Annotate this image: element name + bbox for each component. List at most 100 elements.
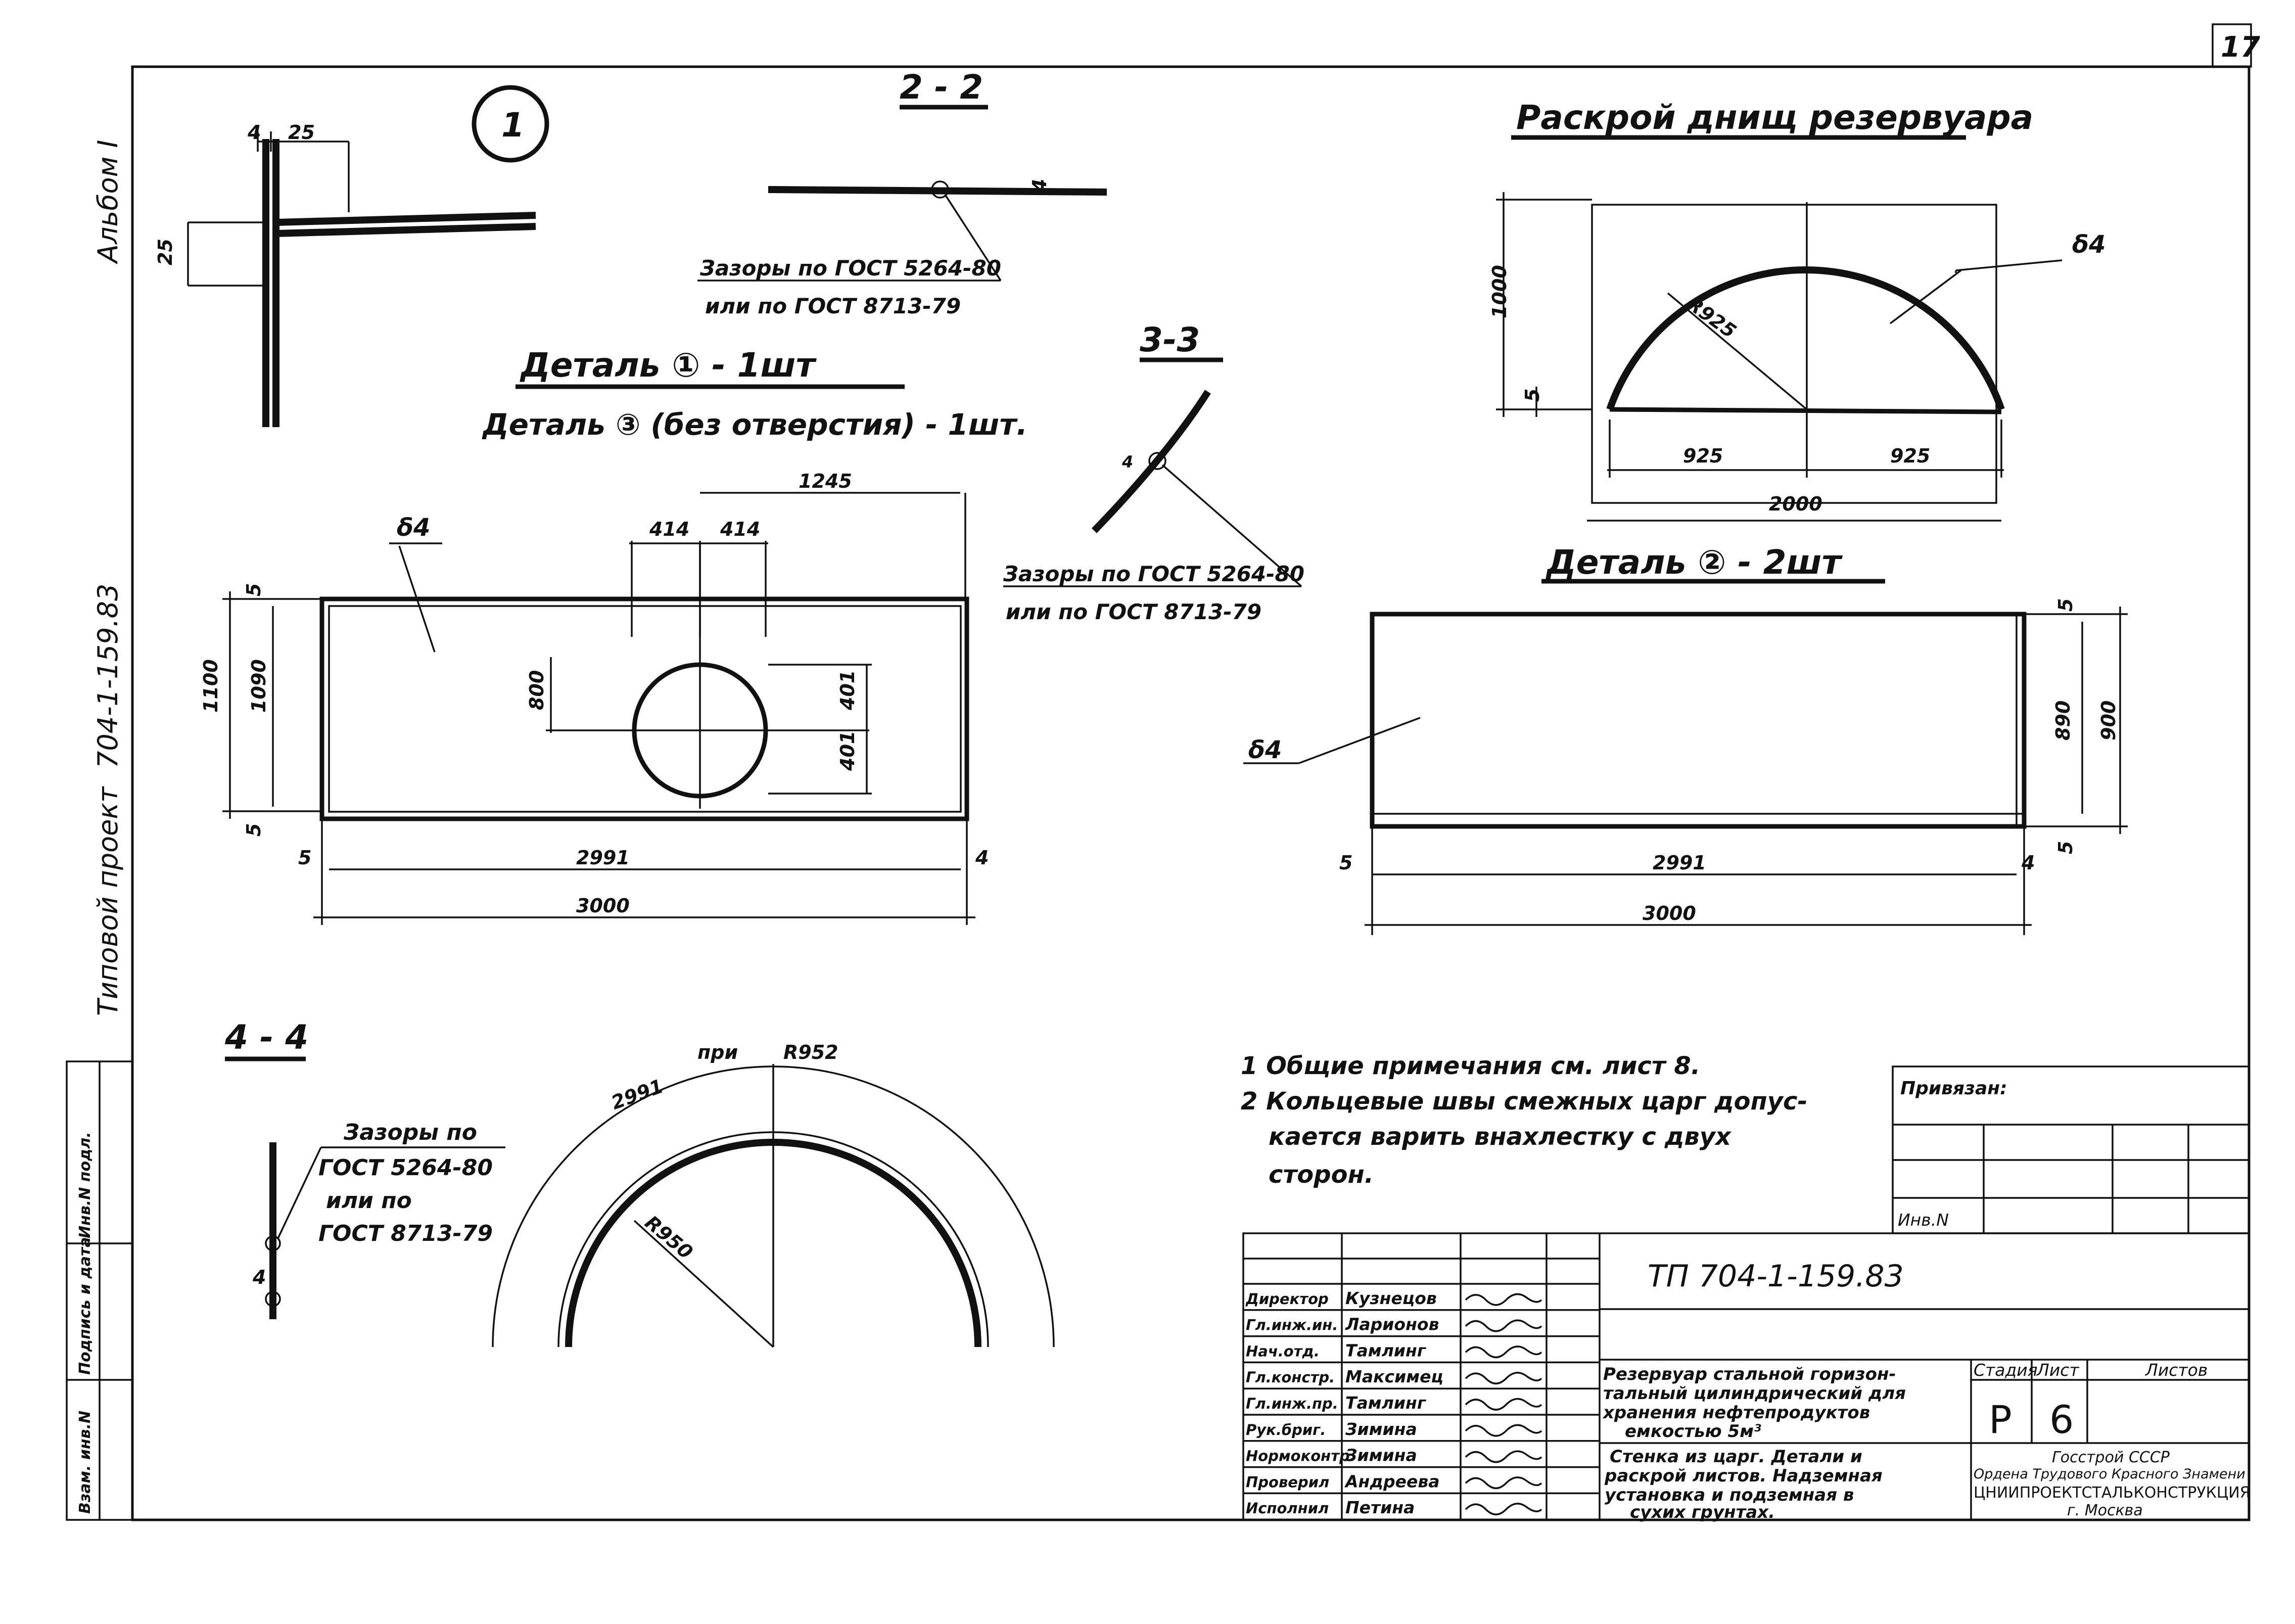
staff-signature (1465, 1450, 1542, 1463)
album-label: Альбом I (92, 140, 124, 264)
dim-hole-half-right: 414 (720, 518, 760, 540)
section-3-3-gap-note-2: или по ГОСТ 8713-79 (1006, 599, 1261, 624)
stage-header: Стадия (1974, 1360, 2038, 1380)
bottom-cutting-layout: Раскрой днищ резервуара R925 1000 5 925 … (1488, 98, 2105, 522)
dim-angle-thickness: 4 (247, 121, 261, 144)
dim-detail-2-edge-right: 4 (2021, 852, 2035, 874)
section-2-2-gap-note-1: Зазоры по ГОСТ 5264-80 (699, 256, 1001, 281)
stamp-inv-replace: Инв.N подл. (76, 1132, 94, 1238)
dim-detail-2-height: 900 (2097, 701, 2120, 740)
dim-detail-2-edge-bottom: 5 (2054, 841, 2077, 854)
dim-hole-diameter: 800 (526, 670, 548, 710)
staff-name: Зимина (1345, 1446, 1417, 1465)
sheet-subject-line-4: сухих грунтах. (1630, 1502, 1775, 1522)
dim-plate-inner-height: 1090 (248, 659, 270, 713)
section-4-4-note-1: Зазоры по (343, 1120, 477, 1145)
dim-detail-2-inner-height: 890 (2052, 701, 2074, 740)
dim-hole-radius-bottom: 401 (836, 731, 859, 771)
dim-plate-edge-left: 5 (298, 847, 311, 869)
dim-hole-radius-top: 401 (836, 670, 859, 711)
detail-1-title: Деталь ① - 1шт (520, 346, 817, 385)
section-3-3: 3-3 4 Зазоры по ГОСТ 5264-80 или по ГОСТ… (1003, 320, 1304, 624)
shell-arc-view: R950 2991 при R952 (492, 1041, 1055, 1348)
stamp-signature-date: Подпись и дата (76, 1237, 94, 1375)
staff-name: Тамлинг (1345, 1393, 1427, 1413)
section-2-2: 2 - 2 4 Зазоры по ГОСТ 5264-80 или по ГО… (697, 68, 1107, 318)
dim-cutting-half-left: 925 (1683, 445, 1723, 467)
detail-3-title: Деталь ③ (без отверстия) - 1шт. (482, 407, 1027, 442)
org-line-2: Ордена Трудового Красного Знамени (1974, 1466, 2245, 1482)
section-4-4-title: 4 - 4 (224, 1018, 308, 1057)
dim-hole-half-left: 414 (649, 518, 689, 540)
dim-hole-offset: 1245 (799, 470, 852, 492)
sheet-subject-line-3: установка и подземная в (1605, 1485, 1854, 1505)
cutting-thickness-label: δ4 (2072, 230, 2105, 259)
sheet-subject-line-2: раскрой листов. Надземная (1604, 1466, 1883, 1486)
staff-name: Петина (1345, 1498, 1415, 1517)
staff-name: Андреева (1344, 1471, 1440, 1491)
drawing-title-line-2: тальный цилиндрический для (1603, 1383, 1906, 1404)
note-1: 1 Общие примечания см. лист 8. (1241, 1052, 1700, 1080)
drawing-frame (131, 65, 2251, 1521)
dim-detail-2-inner-length: 2991 (1653, 852, 1706, 874)
drawing-title-line-4: емкостью 5м³ (1625, 1421, 1761, 1442)
section-3-3-gap-note-1: Зазоры по ГОСТ 5264-80 (1003, 562, 1304, 586)
staff-name: Тамлинг (1345, 1340, 1427, 1360)
project-code: ТП 704-1-159.83 (1648, 1259, 1904, 1294)
dim-arc-inner-radius: R950 (641, 1211, 697, 1264)
dim-cutting-height: 1000 (1488, 265, 1511, 318)
drawing-title-line-1: Резервуар стальной горизон- (1603, 1364, 1896, 1384)
drawing-title-line-3: хранения нефтепродуктов (1602, 1403, 1870, 1423)
staff-name: Кузнецов (1345, 1288, 1437, 1308)
staff-signature (1465, 1319, 1542, 1332)
page-number-box (2212, 23, 2252, 68)
dim-plate-height: 1100 (200, 659, 222, 713)
section-4-4-note-3: или по (326, 1188, 412, 1214)
section-4-4-note-4: ГОСТ 8713-79 (318, 1221, 493, 1246)
dim-arc-note: при (697, 1041, 738, 1063)
sheet-header: Лист (2036, 1360, 2080, 1380)
page-number: 17 (2221, 31, 2260, 64)
sheet-subject-line-1: Стенка из царг. Детали и (1610, 1447, 1862, 1467)
dim-detail-2-length: 3000 (1643, 902, 1696, 924)
dim-plate-edge-top: 5 (243, 583, 265, 596)
detail-2-title: Деталь ② - 2шт (1545, 543, 1843, 582)
dim-arc-outer-radius: R952 (783, 1041, 838, 1063)
dim-detail-2-edge-left: 5 (1339, 852, 1352, 874)
sheets-header: Листов (2145, 1360, 2208, 1380)
staff-role: Нормоконтр. (1246, 1448, 1355, 1465)
stamp-inv-original: Взам. инв.N (76, 1411, 94, 1514)
staff-signature (1465, 1476, 1542, 1490)
staff-name: Максимец (1345, 1367, 1443, 1386)
staff-signature (1465, 1424, 1542, 1437)
staff-signature (1465, 1293, 1542, 1306)
detail-marker-number: 1 (501, 106, 525, 145)
note-2-line-3: сторон. (1269, 1161, 1374, 1189)
dim-4-4-thickness: 4 (252, 1266, 266, 1288)
detail-2-thickness-label: δ4 (1248, 736, 1282, 764)
detail-marker-circle (472, 85, 549, 163)
org-line-4: г. Москва (2067, 1502, 2143, 1519)
dim-angle-width: 25 (288, 121, 315, 144)
dim-2-2-thickness: 4 (1028, 179, 1051, 193)
project-code-margin: 704-1-159.83 (92, 584, 124, 768)
note-2-line-1: 2 Кольцевые швы смежных царг допус- (1241, 1087, 1807, 1116)
org-line-3: ЦНИИПРОЕКТСТАЛЬКОНСТРУКЦИЯ (1974, 1484, 2251, 1502)
section-3-3-title: 3-3 (1140, 320, 1200, 359)
dim-plate-edge-bottom: 5 (243, 823, 265, 837)
title-block: ТП 704-1-159.83 Резервуар стальной гориз… (1242, 1232, 2251, 1522)
sheet-value: 6 (2049, 1397, 2074, 1442)
detail-2-plate: Деталь ② - 2шт 890 900 5 5 5 2991 4 3000… (1243, 543, 2128, 935)
section-2-2-gap-note-2: или по ГОСТ 8713-79 (705, 294, 961, 318)
binding-inv-label: Инв.N (1898, 1210, 1949, 1230)
dim-plate-length: 3000 (576, 895, 630, 917)
dim-3-3-thickness: 4 (1121, 452, 1133, 472)
bottom-cutting-title: Раскрой днищ резервуара (1516, 98, 2033, 137)
standard-project-label: Типовой проект (92, 786, 124, 1016)
detail-1-thickness-label: δ4 (397, 514, 430, 542)
dim-cutting-half-right: 925 (1890, 445, 1930, 467)
staff-signature (1465, 1503, 1542, 1515)
org-line-1: Госстрой СССР (2052, 1449, 2170, 1466)
